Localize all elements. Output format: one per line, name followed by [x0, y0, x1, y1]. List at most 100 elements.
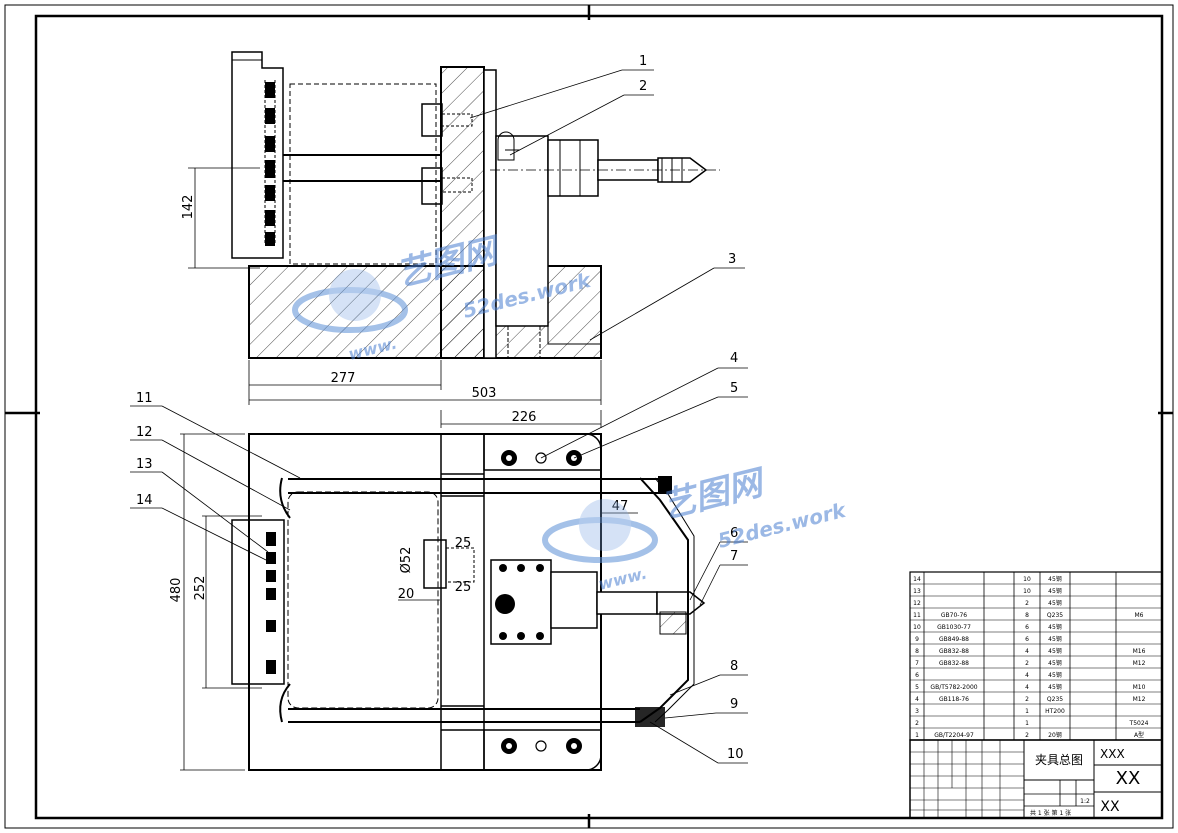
bom-cell-mat: 45钢 — [1048, 647, 1062, 655]
part-label-9: 9 — [730, 697, 738, 712]
bom-cell-no: 10 — [913, 624, 921, 631]
part-label-1: 1 — [639, 54, 647, 69]
part-label-13: 13 — [136, 457, 153, 472]
watermark-www-bottom: www. — [596, 563, 649, 593]
bom-cell-no: 9 — [915, 636, 919, 643]
dim-47: 47 — [612, 499, 629, 514]
dim-25-bottom: 25 — [455, 580, 472, 595]
bom-cell-mat: 45钢 — [1048, 587, 1062, 595]
part-label-6: 6 — [730, 526, 738, 541]
sheet-info: 共 1 张 第 1 张 — [1030, 809, 1071, 817]
drawing-code-bottom: XX — [1100, 799, 1120, 815]
dim-503: 503 — [472, 386, 497, 401]
bom-cell-code: GB/T2204-97 — [934, 732, 974, 739]
bom-cell-no: 5 — [915, 684, 919, 691]
drawing-name: 夹具总图 — [1035, 753, 1083, 767]
part-label-12: 12 — [136, 425, 153, 440]
front-view: 142 277 503 — [181, 51, 720, 405]
bom-cell-note: A型 — [1134, 731, 1144, 739]
bom-cell-note: M12 — [1133, 696, 1146, 703]
bom-cell-no: 13 — [913, 588, 921, 595]
part-labels: 1 2 3 4 5 6 7 8 9 10 11 12 13 14 — [136, 54, 744, 762]
bom-cell-no: 11 — [913, 612, 921, 619]
bom-cell-qty: 10 — [1023, 576, 1031, 583]
part-label-2: 2 — [639, 79, 647, 94]
bom-cell-no: 2 — [915, 720, 919, 727]
drawing-code-mid: XX — [1116, 768, 1141, 789]
bom-cell-code: GB70-76 — [941, 612, 967, 619]
bom-cell-qty: 6 — [1025, 636, 1029, 643]
bom-cell-note: T5024 — [1129, 720, 1149, 727]
dim-480: 480 — [169, 578, 184, 603]
dim-dia52: Ø52 — [399, 547, 414, 574]
bom-cell-no: 3 — [915, 708, 919, 715]
bom-cell-code: GB849-88 — [939, 636, 969, 643]
bom-cell-qty: 1 — [1025, 720, 1029, 727]
part-label-10: 10 — [727, 747, 744, 762]
part-label-7: 7 — [730, 549, 738, 564]
bom-cell-qty: 4 — [1025, 684, 1029, 691]
bom-cell-note: M6 — [1135, 612, 1144, 619]
bom-cell-mat: HT200 — [1045, 708, 1065, 715]
part-label-11: 11 — [136, 391, 153, 406]
bom-cell-mat: 45钢 — [1048, 575, 1062, 583]
dim-252: 252 — [193, 576, 208, 601]
part-label-14: 14 — [136, 493, 153, 508]
dim-20: 20 — [398, 587, 415, 602]
part-label-3: 3 — [728, 252, 736, 267]
bom-cell-mat: 45钢 — [1048, 659, 1062, 667]
bom-cell-no: 7 — [915, 660, 919, 667]
bom-cell-note: M12 — [1133, 660, 1146, 667]
bom-cell-code: GB118-76 — [939, 696, 969, 703]
leader-lines — [130, 69, 748, 764]
dim-277: 277 — [331, 371, 356, 386]
part-label-4: 4 — [730, 351, 738, 366]
part-label-8: 8 — [730, 659, 738, 674]
bom-cell-code: GB1030-77 — [937, 624, 971, 631]
bom-cell-qty: 2 — [1025, 696, 1029, 703]
bom-cell-qty: 6 — [1025, 624, 1029, 631]
bom-cell-mat: Q235 — [1047, 612, 1063, 619]
bom-cell-note: M10 — [1133, 684, 1146, 691]
bom-cell-qty: 8 — [1025, 612, 1029, 619]
bom-cell-mat: Q235 — [1047, 696, 1063, 703]
bom-cell-mat: 45钢 — [1048, 683, 1062, 691]
bom-cell-no: 6 — [915, 672, 919, 679]
bom-cell-no: 14 — [913, 576, 921, 583]
bom-cell-qty: 2 — [1025, 600, 1029, 607]
title-block: 夹具总图 XXX XX XX 1:2 共 1 张 第 1 张 — [909, 739, 1163, 819]
dim-25-top: 25 — [455, 536, 472, 551]
bom-cell-mat: 45钢 — [1048, 635, 1062, 643]
bom-cell-mat: 45钢 — [1048, 599, 1062, 607]
bom-cell-mat: 45钢 — [1048, 671, 1062, 679]
bom-cell-qty: 10 — [1023, 588, 1031, 595]
bom-cell-mat: 20钢 — [1048, 731, 1062, 739]
scale-value: 1:2 — [1080, 798, 1090, 805]
pin-row-top — [265, 82, 275, 246]
bom-cell-qty: 2 — [1025, 660, 1029, 667]
dim-226: 226 — [512, 410, 537, 425]
watermark-brand-bottom: 艺图网 — [658, 462, 771, 527]
part-label-5: 5 — [730, 381, 738, 396]
bom-cell-no: 1 — [915, 732, 919, 739]
bom-cell-no: 8 — [915, 648, 919, 655]
bom-cell-mat: 45钢 — [1048, 623, 1062, 631]
bom-cell-code: GB832-88 — [939, 660, 969, 667]
dim-142: 142 — [181, 195, 196, 220]
bom-cell-qty: 1 — [1025, 708, 1029, 715]
bom-cell-note: M16 — [1133, 648, 1146, 655]
bom-cell-no: 12 — [913, 600, 921, 607]
plan-view: 480 252 226 47 25 25 20 Ø52 — [169, 410, 706, 771]
bom-cell-code: GB832-88 — [939, 648, 969, 655]
pin-row-plan — [266, 532, 276, 674]
drawing-frame — [4, 4, 1174, 829]
bom-cell-qty: 4 — [1025, 672, 1029, 679]
bom-cell-no: 4 — [915, 696, 919, 703]
bom-cell-code: GB/T5782-2000 — [930, 684, 977, 691]
drawing-code-top: XXX — [1100, 747, 1125, 761]
bom-cell-qty: 4 — [1025, 648, 1029, 655]
bom-cell-qty: 2 — [1025, 732, 1029, 739]
